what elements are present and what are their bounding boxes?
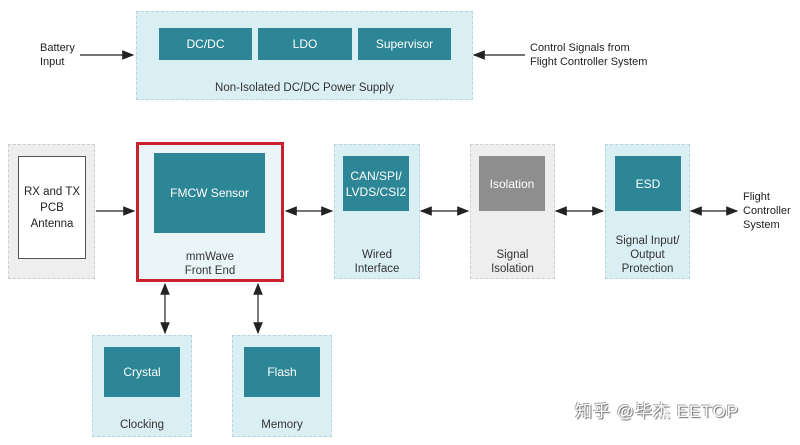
can-spi-block: CAN/SPI/ LVDS/CSI2 <box>343 156 409 211</box>
protection-label: Signal Input/ Output Protection <box>615 235 680 275</box>
flash-block: Flash <box>244 347 320 397</box>
flight-controller-label: Flight Controller System <box>743 191 791 231</box>
isolation-block: Isolation <box>479 156 545 211</box>
wired-interface-label: Wired Interface <box>354 249 400 275</box>
esd-block: ESD <box>615 156 681 211</box>
supervisor-block: Supervisor <box>358 28 451 60</box>
watermark: 知乎 @毕杰 EETOP <box>575 402 740 421</box>
antenna-block: RX and TX PCB Antenna <box>18 156 86 259</box>
dcdc-block: DC/DC <box>159 28 252 60</box>
battery-input-label: Battery Input <box>40 42 75 68</box>
crystal-block: Crystal <box>104 347 180 397</box>
clocking-label: Clocking <box>119 419 165 431</box>
front-end-label: mmWave Front End <box>184 251 236 277</box>
fmcw-sensor-block: FMCW Sensor <box>154 153 265 233</box>
power-supply-label: Non-Isolated DC/DC Power Supply <box>215 82 394 94</box>
ldo-block: LDO <box>258 28 352 60</box>
signal-isolation-label: Signal Isolation <box>491 249 534 275</box>
memory-label: Memory <box>261 419 303 431</box>
control-signals-label: Control Signals from Flight Controller S… <box>530 42 648 68</box>
